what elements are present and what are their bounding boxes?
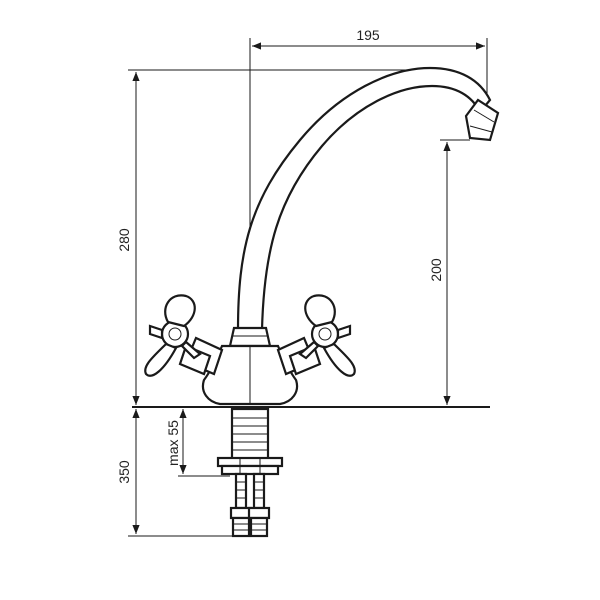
dimension-label-hose-length: 350 (116, 460, 132, 484)
dimension-label-outlet-height: 200 (428, 258, 444, 282)
spout (236, 66, 500, 332)
spout-aerator (464, 98, 500, 142)
right-cross-handle (276, 294, 356, 377)
dimension-label-total-height: 280 (116, 228, 132, 252)
dimension-label-max-thickness: max 55 (165, 420, 181, 466)
left-cross-handle (144, 294, 224, 377)
mounting-assembly (216, 407, 284, 476)
faucet-body (201, 326, 299, 406)
dimension-label-spout-reach: 195 (356, 27, 380, 43)
right-supply-hose (247, 472, 271, 538)
left-supply-hose (229, 472, 253, 538)
